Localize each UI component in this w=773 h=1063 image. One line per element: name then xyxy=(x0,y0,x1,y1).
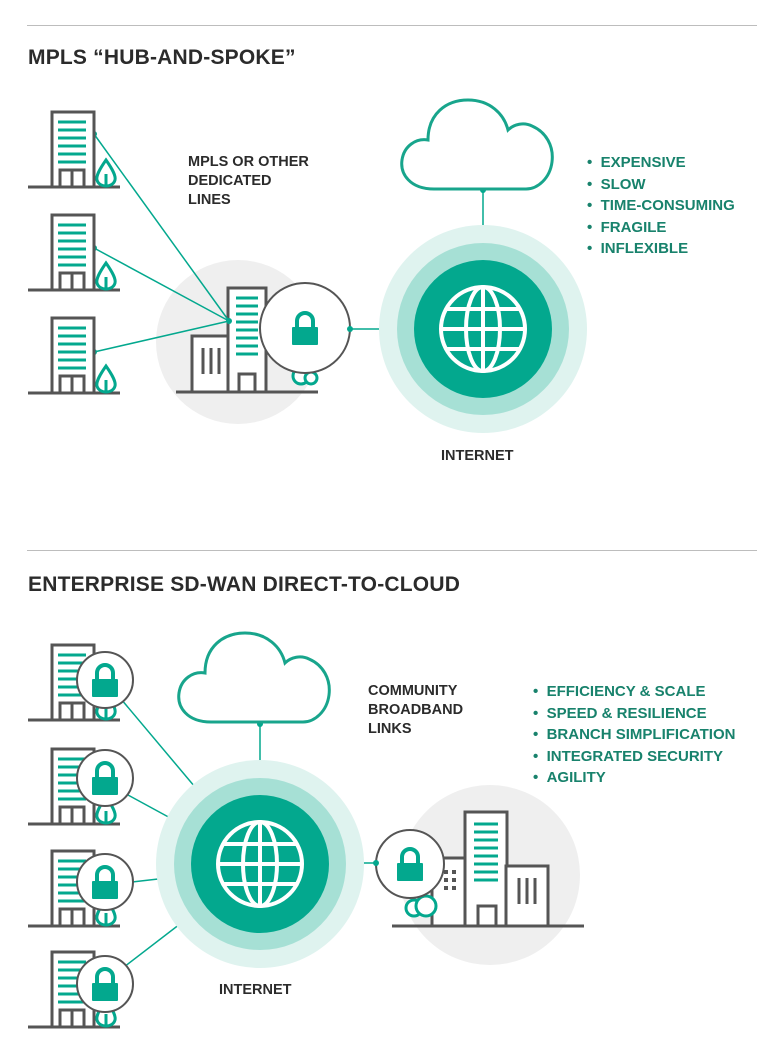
list-item: SLOW xyxy=(587,174,735,196)
benefit-list: EFFICIENCY & SCALE SPEED & RESILIENCE BR… xyxy=(533,681,736,789)
section-divider-middle xyxy=(27,550,757,551)
link-label-sdwan: COMMUNITY BROADBAND LINKS xyxy=(368,683,464,737)
list-item: BRANCH SIMPLIFICATION xyxy=(533,724,736,746)
hq-tree-icon xyxy=(404,894,438,918)
internet-globe-icon xyxy=(156,760,364,968)
list-item: EFFICIENCY & SCALE xyxy=(533,681,735,703)
hub-site xyxy=(156,260,351,424)
cloud-icon xyxy=(400,98,554,191)
branch-building-icon xyxy=(26,213,122,292)
list-item: EXPENSIVE xyxy=(587,152,735,174)
section-title-sdwan: ENTERPRISE SD-WAN DIRECT-TO-CLOUD xyxy=(28,573,461,596)
cloud-icon xyxy=(177,631,331,724)
section-divider-top xyxy=(27,25,757,26)
list-item: INTEGRATED SECURITY xyxy=(533,746,735,768)
hq-site xyxy=(375,785,584,965)
branch-building-icon xyxy=(26,110,122,189)
drawback-list: EXPENSIVE SLOW TIME-CONSUMING FRAGILE IN… xyxy=(587,152,735,260)
hq-building-icon xyxy=(392,810,584,928)
internet-globe-icon xyxy=(379,225,587,433)
list-item: FRAGILE xyxy=(587,217,735,239)
list-item: AGILITY xyxy=(533,767,735,789)
internet-label-sdwan: INTERNET xyxy=(219,982,292,998)
list-item: SPEED & RESILIENCE xyxy=(533,703,735,725)
list-item: INFLEXIBLE xyxy=(587,238,735,260)
list-item: TIME-CONSUMING xyxy=(587,195,735,217)
internet-label-mpls: INTERNET xyxy=(441,448,514,464)
link-label-mpls: MPLS OR OTHER DEDICATED LINES xyxy=(188,154,309,208)
section-title-mpls: MPLS “HUB-AND-SPOKE” xyxy=(28,46,296,69)
branch-building-icon xyxy=(26,316,122,395)
